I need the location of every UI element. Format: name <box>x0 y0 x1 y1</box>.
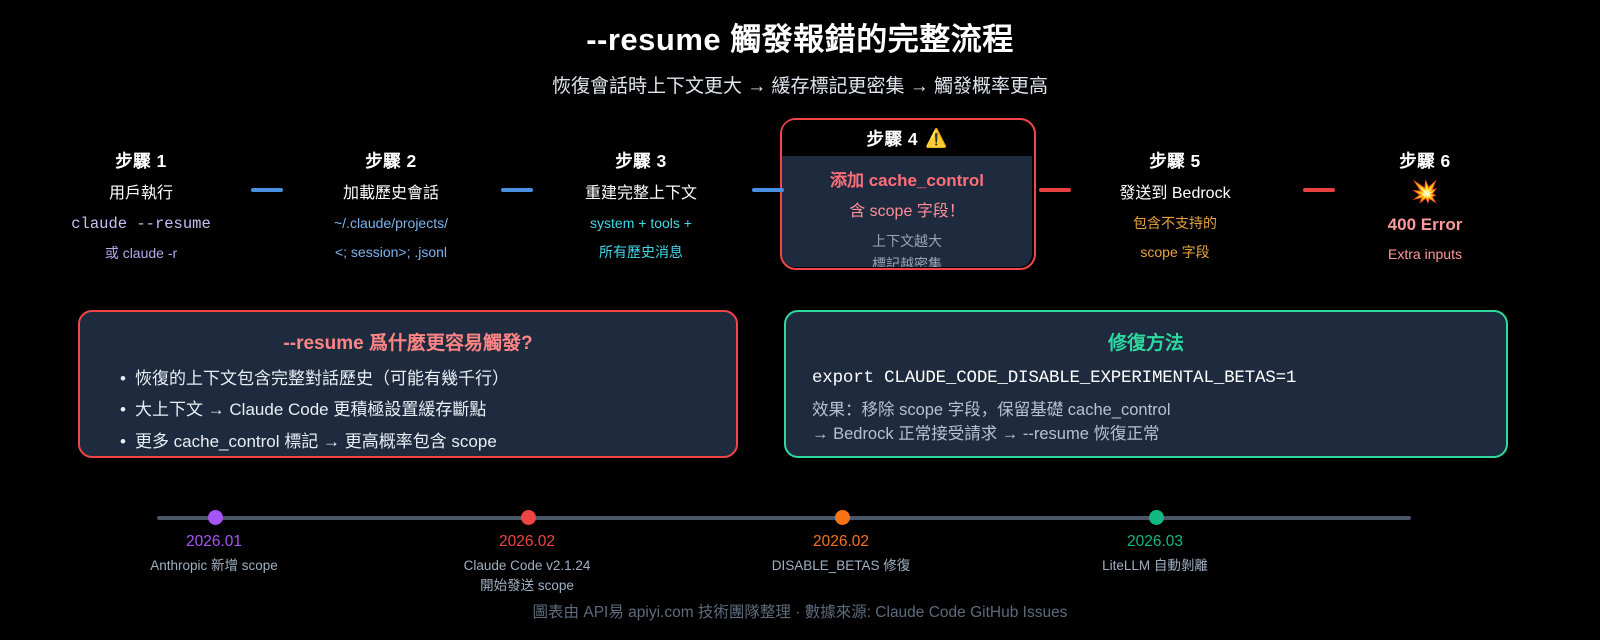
step-title: 步驟 5 <box>1149 151 1201 171</box>
flow-step-步驟1: 步驟 1 用戶執行 claude --resume 或 claude -r <box>31 118 251 263</box>
fix-panel-notes: 效果：移除 scope 字段，保留基礎 cache_control → Bedro… <box>812 399 1480 447</box>
step-title: 步驟 2 <box>365 151 417 171</box>
step-detail-line: 400 Error <box>1387 215 1463 234</box>
step-detail-line: 或 claude -r <box>104 245 178 262</box>
timeline-dot <box>208 510 223 525</box>
why-panel-title: --resume 爲什麼更容易觸發? <box>283 333 533 354</box>
fix-command-code: export CLAUDE_CODE_DISABLE_EXPERIMENTAL_… <box>812 368 1297 388</box>
timeline-dot <box>521 510 536 525</box>
fix-method-panel: 修復方法 export CLAUDE_CODE_DISABLE_EXPERIME… <box>784 310 1508 458</box>
flow-diagram: 步驟 1 用戶執行 claude --resume 或 claude -r 步驟 2 加載… <box>0 118 1600 278</box>
step-detail-line: 加載歷史會話 <box>342 185 439 202</box>
flow-connector <box>1303 188 1335 192</box>
timeline-date: 2026.02 <box>812 533 870 550</box>
step-title: 步驟 4 <box>866 128 919 149</box>
step-detail-line: 包含不支持的 <box>1133 215 1217 231</box>
step-detail-line: <; session>; .jsonl <box>334 243 448 260</box>
warning-icon: ⚠️ <box>925 128 948 148</box>
step-title: 步驟 1 <box>115 151 167 171</box>
step-detail-line: 用戶執行 <box>108 185 173 202</box>
why-bullet-item: 更多 cache_control 標記 → 更高概率包含 scope <box>120 431 710 452</box>
flow-step-步驟2: 步驟 2 加載歷史會話 ~/.claude/projects/ <; session>… <box>281 118 501 261</box>
step-detail-line: 發送到 Bedrock <box>1119 185 1231 202</box>
chart-header: --resume 觸發報錯的完整流程 恢復會話時上下文更大 → 緩存標記更密集 … <box>0 0 1600 98</box>
step4-detail-line: 標記越密集 <box>872 255 942 267</box>
why-bullet-item: 恢復的上下文包含完整對話歷史（可能有幾千行） <box>120 368 710 389</box>
step-detail-line: scope 字段 <box>1140 243 1210 260</box>
boom-icon: 💥 <box>1411 179 1439 204</box>
step4-body: 添加 cache_control 含 scope 字段！ 上下文越大標記越密集 <box>782 156 1032 267</box>
flow-connector <box>501 188 533 192</box>
step4-detail-line: 添加 cache_control <box>830 171 984 190</box>
step-detail-line: Extra inputs <box>1388 246 1462 263</box>
fix-note-line: 效果：移除 scope 字段，保留基礎 cache_control <box>812 401 1171 419</box>
flow-step-步驟3: 步驟 3 重建完整上下文 system + tools + 所有歷史消息 <box>531 118 751 261</box>
step-detail-line: 所有歷史消息 <box>599 243 683 260</box>
step4-detail-line: 上下文越大 <box>872 233 942 250</box>
step-title: 步驟 3 <box>615 151 667 171</box>
step4-header: 步驟 4 ⚠️ <box>782 120 1032 156</box>
fix-note-line: → Bedrock 正常接受請求 → --resume 恢復正常 <box>812 424 1160 443</box>
step4-border <box>780 118 1036 270</box>
timeline-dot <box>1149 510 1164 525</box>
timeline-date: 2026.02 <box>498 533 556 550</box>
flow-connector <box>752 188 784 192</box>
timeline-description: Anthropic 新增 scope <box>150 558 278 573</box>
page-subtitle: 恢復會話時上下文更大 → 緩存標記更密集 → 觸發概率更高 <box>551 75 1049 97</box>
step-title: 步驟 6 <box>1399 151 1451 171</box>
footer-credit: 圖表由 API易 apiyi.com 技術團隊整理 · 數據來源: Claude… <box>532 604 1068 621</box>
why-bullet-item: 大上下文 → Claude Code 更積極設置緩存斷點 <box>120 399 710 420</box>
timeline-date: 2026.01 <box>185 533 243 550</box>
step-detail-line: ~/.claude/projects/ <box>333 215 448 231</box>
timeline-description: LiteLLM 自動剝離 <box>1102 558 1208 573</box>
flow-connector <box>1039 188 1071 192</box>
page-title: --resume 觸發報錯的完整流程 <box>586 22 1014 57</box>
timeline-date: 2026.03 <box>1126 533 1184 550</box>
why-triggered-panel: --resume 爲什麼更容易觸發? 恢復的上下文包含完整對話歷史（可能有幾千行… <box>78 310 738 458</box>
timeline-dot <box>835 510 850 525</box>
fix-panel-title: 修復方法 <box>1107 333 1184 354</box>
flow-step-步驟5: 步驟 5 發送到 Bedrock 包含不支持的 scope 字段 <box>1065 118 1285 261</box>
why-panel-bullets: 恢復的上下文包含完整對話歷史（可能有幾千行） 大上下文 → Claude Code… <box>106 368 710 452</box>
step-detail-line: claude --resume <box>71 215 211 233</box>
timeline-axis <box>157 516 1411 520</box>
flow-connector <box>251 188 283 192</box>
step4-detail-line: 含 scope 字段！ <box>849 203 965 221</box>
timeline-description: DISABLE_BETAS 修復 <box>771 558 911 573</box>
step-detail-line: 重建完整上下文 <box>584 185 697 202</box>
step-detail-line: system + tools + <box>590 215 692 231</box>
